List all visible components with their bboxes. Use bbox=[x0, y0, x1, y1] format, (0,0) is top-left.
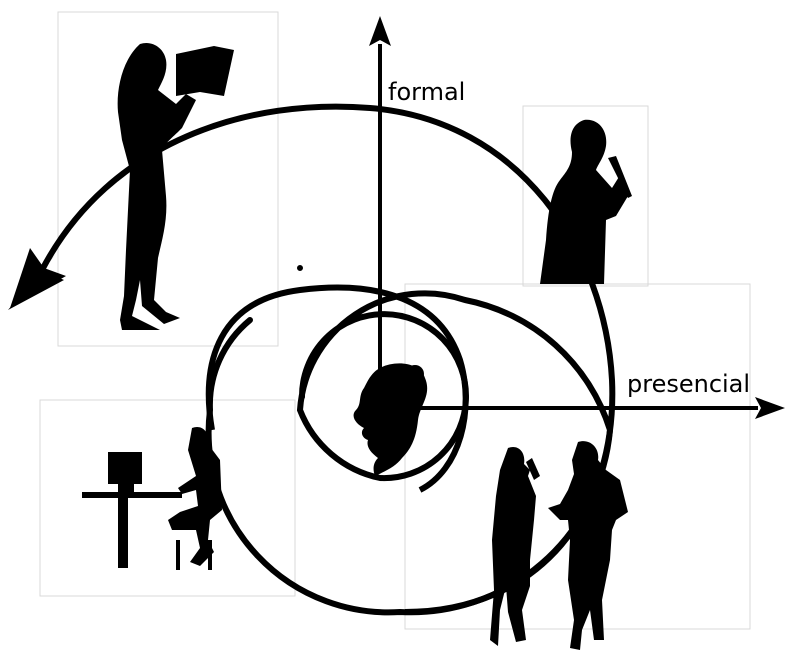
woman-head-profile-icon bbox=[354, 363, 428, 476]
vertical-axis-arrowhead bbox=[369, 16, 391, 46]
man-speaking-microphone-icon bbox=[540, 120, 632, 284]
panel-woman-reading bbox=[58, 12, 278, 346]
woman-reading-book-icon bbox=[118, 43, 234, 330]
horizontal-axis bbox=[380, 397, 785, 419]
horizontal-axis-arrowhead bbox=[755, 397, 785, 419]
vertical-axis bbox=[369, 16, 391, 385]
axis-label-formal: formal bbox=[388, 78, 465, 106]
person-at-computer-icon bbox=[82, 427, 222, 570]
axis-label-presencial: presencial bbox=[627, 370, 750, 398]
